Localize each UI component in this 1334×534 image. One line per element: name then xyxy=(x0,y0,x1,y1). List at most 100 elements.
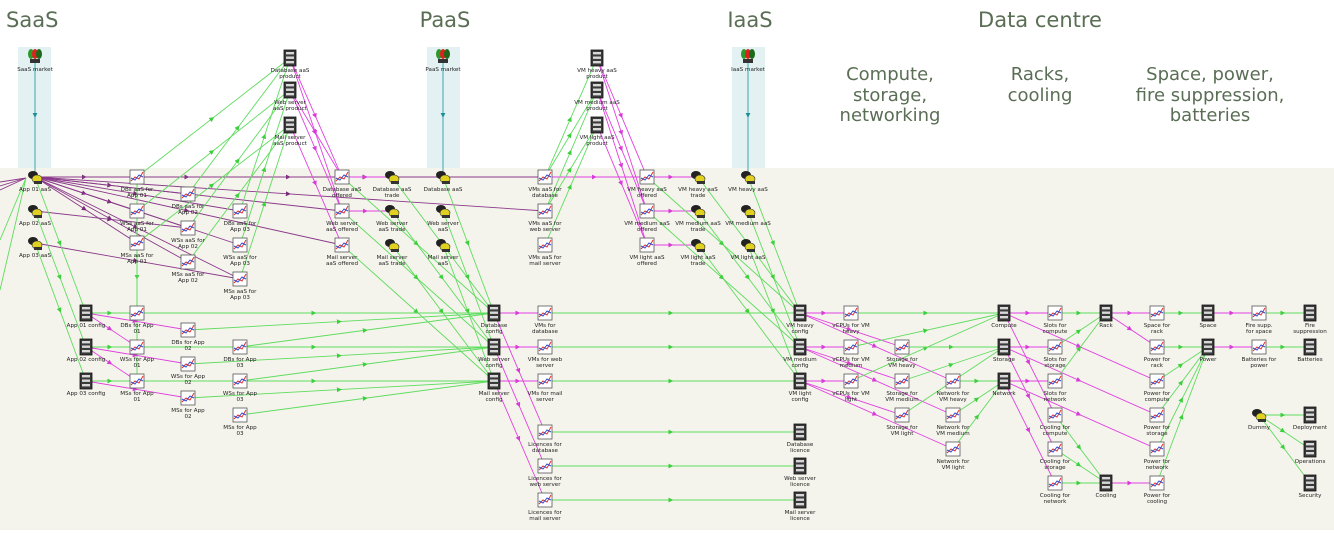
node-iaas-market[interactable]: IaaS market xyxy=(731,49,766,73)
node-app02-config[interactable]: App 02 config xyxy=(67,338,106,363)
node-operations[interactable]: Operations xyxy=(1295,440,1326,465)
node-deployment[interactable]: Deployment xyxy=(1293,406,1328,431)
node-space[interactable]: Space xyxy=(1199,304,1217,329)
node-network[interactable]: Network xyxy=(992,372,1016,397)
node-vml-aas[interactable]: VM light aaS xyxy=(730,239,766,261)
node-security[interactable]: Security xyxy=(1299,474,1323,499)
node-compute[interactable]: Compute xyxy=(991,304,1017,329)
node-app03-aas[interactable]: App 03 aaS xyxy=(19,237,51,259)
node-app02-aas[interactable]: App 02 aaS xyxy=(19,205,51,227)
node-app03-config[interactable]: App 03 config xyxy=(67,372,106,397)
node-vmh-aas[interactable]: VM heavy aaS xyxy=(728,171,768,193)
node-saas-market[interactable]: SaaS market xyxy=(17,49,54,73)
node-batteries[interactable]: Batteries xyxy=(1297,338,1323,363)
node-dummy[interactable]: Dummy xyxy=(1248,409,1271,431)
node-storage[interactable]: Storage xyxy=(993,338,1015,363)
node-app01-aas[interactable]: App 01 aaS xyxy=(19,171,51,193)
node-fire-supp-space[interactable]: Fire supp.for space xyxy=(1245,305,1273,335)
node-db-aas[interactable]: Database aaS xyxy=(424,171,463,193)
node-rack[interactable]: Rack xyxy=(1099,304,1114,329)
node-app01-config[interactable]: App 01 config xyxy=(67,304,106,329)
node-vmm-aas[interactable]: VM medium aaS xyxy=(725,205,771,227)
node-cooling[interactable]: Cooling xyxy=(1096,474,1117,499)
node-paas-market[interactable]: PaaS market xyxy=(425,49,461,73)
node-power[interactable]: Power xyxy=(1200,338,1218,363)
